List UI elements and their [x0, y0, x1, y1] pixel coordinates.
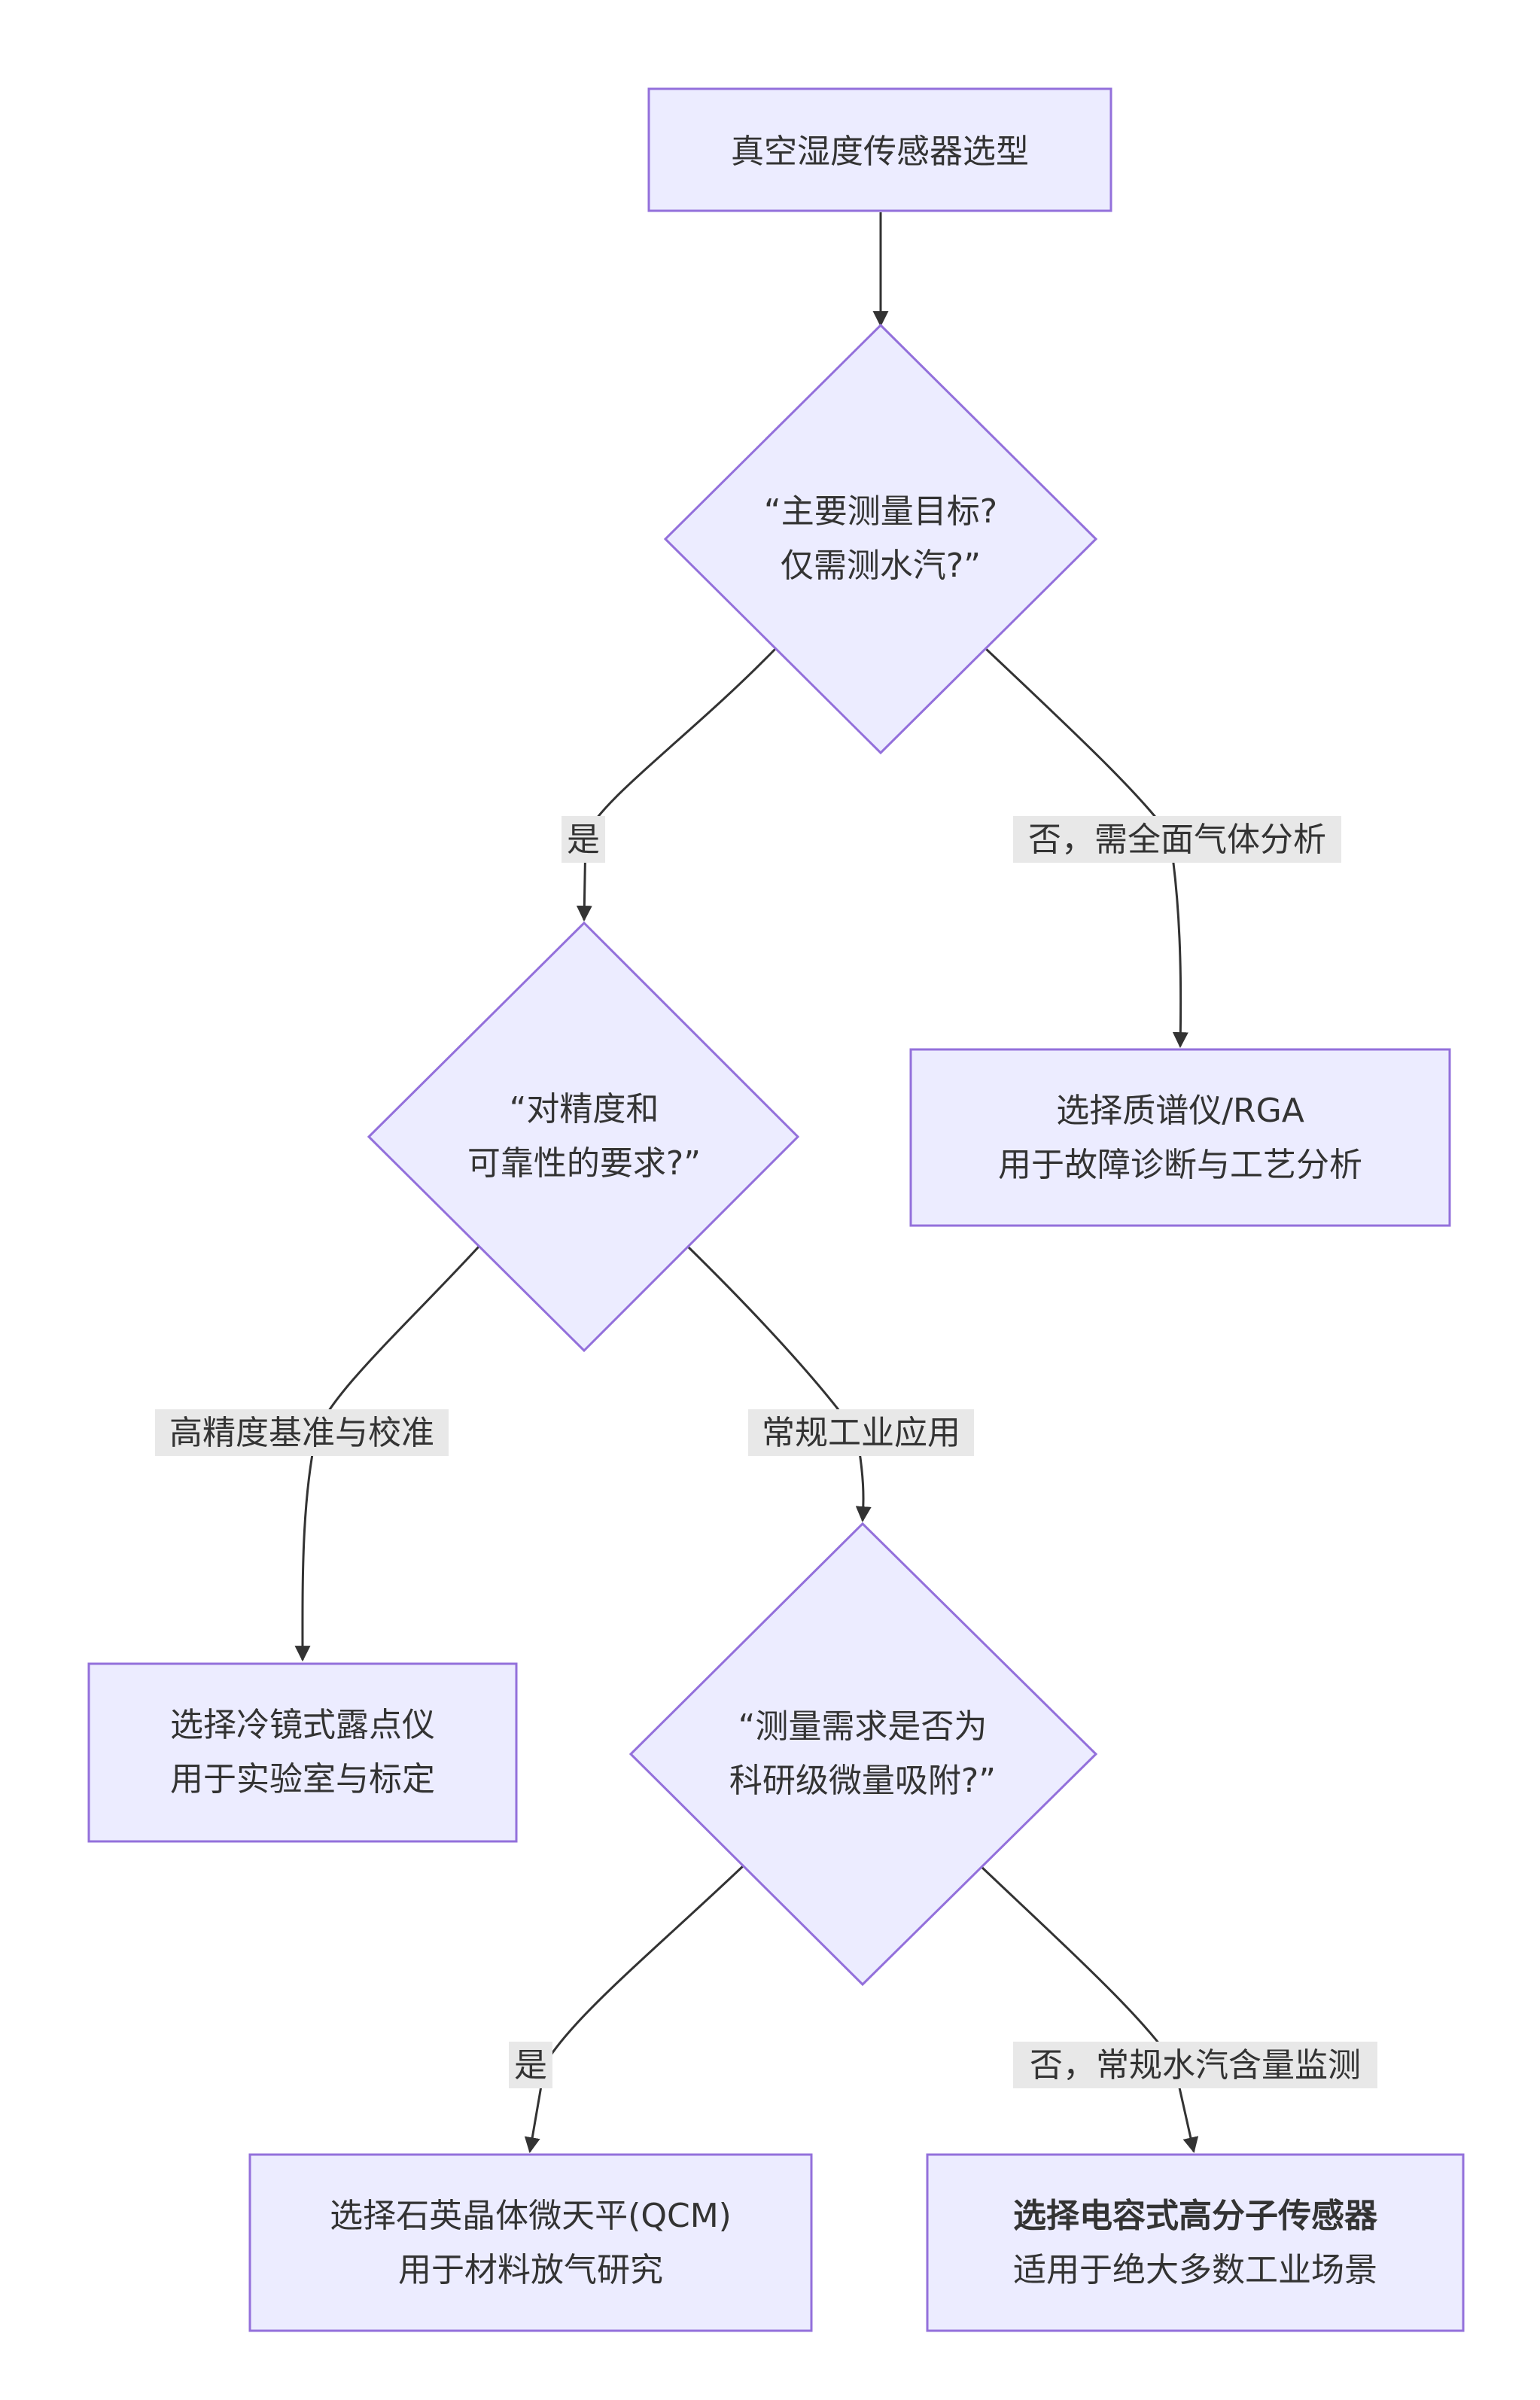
node-q-research-line-1: 科研级微量吸附?”	[729, 1762, 996, 1800]
node-rga-line-1: 用于故障诊断与工艺分析	[998, 1146, 1362, 1184]
edge-research-yes	[524, 1864, 745, 2154]
node-qcm-line-0: 选择石英晶体微天平(QCM)	[330, 2197, 732, 2235]
edge-label-high-precision-text: 高精度基准与校准	[169, 1414, 434, 1452]
node-chilled-mirror-line-0: 选择冷镜式露点仪	[170, 1706, 435, 1744]
edge-label-yes-2: 是	[509, 2042, 552, 2088]
node-start-box	[647, 87, 1112, 212]
node-rga-line-0: 选择质谱仪/RGA	[1056, 1092, 1304, 1130]
node-q-precision-line-0: “对精度和	[510, 1090, 659, 1128]
edge-label-no-2-text: 否，常规水汽含量监测	[1030, 2046, 1361, 2085]
node-q-precision-shape	[367, 921, 800, 1353]
node-q-research-shape	[628, 1521, 1098, 1987]
node-qcm-line-1: 用于材料放气研究	[398, 2251, 663, 2289]
edge-label-no-2: 否，常规水汽含量监测	[1013, 2042, 1377, 2088]
edge-label-industrial: 常规工业应用	[748, 1409, 974, 1456]
edge-label-high-precision: 高精度基准与校准	[155, 1409, 449, 1456]
node-start: 真空湿度传感器选型	[647, 87, 1112, 212]
node-q-precision-line-1: 可靠性的要求?”	[467, 1144, 701, 1183]
node-capacitive-box	[926, 2153, 1465, 2332]
edge-research-no	[978, 1864, 1199, 2154]
node-start-line-0: 真空湿度传感器选型	[731, 132, 1029, 171]
node-capacitive-line-0: 选择电容式高分子传感器	[1013, 2197, 1378, 2235]
node-capacitive-line-1: 适用于绝大多数工业场景	[1013, 2251, 1377, 2289]
edge-label-yes-2-text: 是	[514, 2046, 547, 2085]
node-rga-box	[909, 1048, 1451, 1227]
node-rga: 选择质谱仪/RGA 用于故障诊断与工艺分析	[909, 1048, 1451, 1227]
node-q-research-line-0: “测量需求是否为	[738, 1707, 988, 1746]
node-chilled-mirror-line-1: 用于实验室与标定	[170, 1760, 435, 1798]
edge-label-industrial-text: 常规工业应用	[762, 1414, 960, 1452]
node-chilled-mirror: 选择冷镜式露点仪 用于实验室与标定	[87, 1662, 518, 1843]
edge-label-no-1-text: 否，需全面气体分析	[1028, 821, 1326, 859]
edge-label-yes-1-text: 是	[567, 821, 600, 859]
edge-precision-industrial	[686, 1245, 872, 1523]
edge-label-no-1: 否，需全面气体分析	[1013, 816, 1341, 863]
node-qcm: 选择石英晶体微天平(QCM) 用于材料放气研究	[248, 2153, 813, 2332]
node-q-target-shape	[663, 323, 1098, 755]
node-q-target-line-0: “主要测量目标?	[764, 492, 997, 531]
node-q-precision: “对精度和 可靠性的要求?”	[367, 921, 800, 1353]
node-q-target-line-1: 仅需测水汽?”	[781, 547, 981, 585]
node-chilled-mirror-box	[87, 1662, 518, 1843]
node-q-target: “主要测量目标? 仅需测水汽?”	[663, 323, 1098, 755]
node-capacitive: 选择电容式高分子传感器 适用于绝大多数工业场景	[926, 2153, 1465, 2332]
edge-label-yes-1: 是	[562, 816, 605, 863]
node-q-research: “测量需求是否为 科研级微量吸附?”	[628, 1521, 1098, 1987]
node-qcm-box	[248, 2153, 813, 2332]
edge-target-yes	[576, 647, 777, 922]
